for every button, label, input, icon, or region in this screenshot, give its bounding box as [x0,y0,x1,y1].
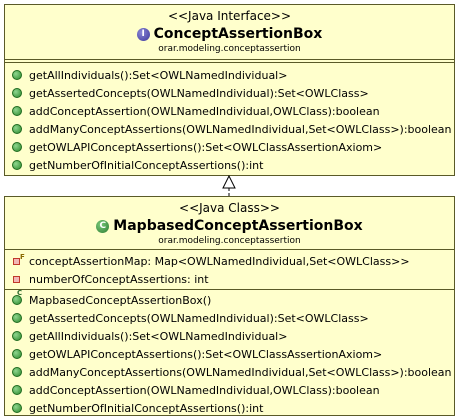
method-signature: getAssertedConcepts(OWLNamedIndividual):… [29,86,369,100]
interface-header: <<Java Interface>> I ConceptAssertionBox… [5,5,454,55]
method-signature: addConceptAssertion(OWLNamedIndividual,O… [29,104,380,118]
interface-divider-2 [5,62,454,63]
class-box[interactable]: <<Java Class>> C MapbasedConceptAssertio… [4,196,455,416]
class-methods: MapbasedConceptAssertionBox() getAsserte… [5,289,454,419]
method-signature: getAllIndividuals():Set<OWLNamedIndividu… [29,329,288,343]
interface-stereotype: <<Java Interface>> [167,9,292,23]
method-signature: addConceptAssertion(OWLNamedIndividual,O… [29,383,380,397]
interface-method-row[interactable]: getAssertedConcepts(OWLNamedIndividual):… [5,84,454,102]
private-field-icon [11,273,23,285]
method-signature: getOWLAPIConceptAssertions():Set<OWLClas… [29,140,383,154]
class-field-row[interactable]: numberOfConceptAssertions: int [5,270,454,288]
method-signature: addManyConceptAssertions(OWLNamedIndivid… [29,122,452,136]
public-method-icon [11,402,23,414]
class-name: MapbasedConceptAssertionBox [113,218,363,234]
public-method-icon [11,159,23,171]
private-final-field-icon [11,253,25,267]
interface-badge-icon: I [136,27,150,41]
class-method-row[interactable]: getAllIndividuals():Set<OWLNamedIndividu… [5,327,454,345]
class-fields: conceptAssertionMap: Map<OWLNamedIndivid… [5,250,454,289]
class-method-row[interactable]: addConceptAssertion(OWLNamedIndividual,O… [5,381,454,399]
method-signature: getNumberOfInitialConceptAssertions():in… [29,401,264,415]
interface-box[interactable]: <<Java Interface>> I ConceptAssertionBox… [4,4,455,176]
public-method-icon [11,69,23,81]
class-method-row[interactable]: getOWLAPIConceptAssertions():Set<OWLClas… [5,345,454,363]
class-divider-2 [5,289,454,290]
public-method-icon [11,312,23,324]
method-signature: getAllIndividuals():Set<OWLNamedIndividu… [29,68,288,82]
field-signature: conceptAssertionMap: Map<OWLNamedIndivid… [29,254,410,268]
class-method-row[interactable]: addManyConceptAssertions(OWLNamedIndivid… [5,363,454,381]
method-signature: getNumberOfInitialConceptAssertions():in… [29,158,264,172]
class-method-row[interactable]: getNumberOfInitialConceptAssertions():in… [5,399,454,417]
public-method-icon [11,141,23,153]
public-method-icon [11,123,23,135]
class-method-row[interactable]: getAssertedConcepts(OWLNamedIndividual):… [5,309,454,327]
interface-method-row[interactable]: getAllIndividuals():Set<OWLNamedIndividu… [5,66,454,84]
method-signature: MapbasedConceptAssertionBox() [29,293,212,307]
field-signature: numberOfConceptAssertions: int [29,272,209,286]
interface-method-row[interactable]: getOWLAPIConceptAssertions():Set<OWLClas… [5,138,454,156]
class-divider [5,249,454,250]
public-method-icon [11,366,23,378]
public-method-icon [11,87,23,99]
class-stereotype: <<Java Class>> [179,201,280,215]
method-signature: getOWLAPIConceptAssertions():Set<OWLClas… [29,347,383,361]
public-method-icon [11,105,23,117]
class-package: orar.modeling.conceptassertion [158,236,301,246]
interface-package: orar.modeling.conceptassertion [158,44,301,54]
class-header: <<Java Class>> C MapbasedConceptAssertio… [5,197,454,247]
interface-method-row[interactable]: addConceptAssertion(OWLNamedIndividual,O… [5,102,454,120]
interface-divider [5,59,454,60]
interface-method-row[interactable]: getNumberOfInitialConceptAssertions():in… [5,156,454,174]
interface-name: ConceptAssertionBox [153,26,323,42]
public-method-icon [11,330,23,342]
class-badge-icon: C [96,219,110,233]
class-method-row[interactable]: MapbasedConceptAssertionBox() [5,289,454,309]
constructor-icon [11,289,23,306]
class-field-row[interactable]: conceptAssertionMap: Map<OWLNamedIndivid… [5,252,454,270]
method-signature: addManyConceptAssertions(OWLNamedIndivid… [29,365,452,379]
interface-method-row[interactable]: addManyConceptAssertions(OWLNamedIndivid… [5,120,454,138]
method-signature: getAssertedConcepts(OWLNamedIndividual):… [29,311,369,325]
public-method-icon [11,384,23,396]
interface-methods: getAllIndividuals():Set<OWLNamedIndividu… [5,63,454,176]
public-method-icon [11,348,23,360]
